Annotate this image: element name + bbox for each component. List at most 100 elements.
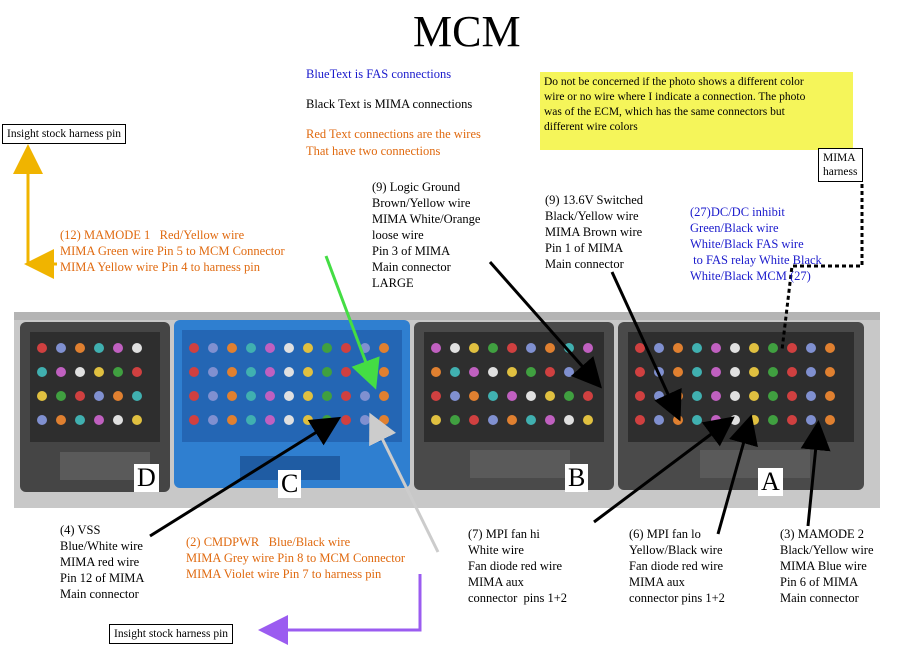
connector-pin xyxy=(113,391,123,401)
connector-pin xyxy=(132,343,142,353)
legend-black: Black Text is MIMA connections xyxy=(306,97,473,111)
connector-pin xyxy=(635,343,645,353)
connector-pin xyxy=(806,415,816,425)
connector-pin xyxy=(37,415,47,425)
connector-pin xyxy=(189,415,199,425)
connector-pin xyxy=(265,415,275,425)
connector-pin xyxy=(265,343,275,353)
connector-pin xyxy=(654,415,664,425)
arrow-mamode1-pin xyxy=(324,255,380,390)
connector-pin xyxy=(450,415,460,425)
connector-pin xyxy=(227,391,237,401)
disclaimer-note: Do not be concerned if the photo shows a… xyxy=(540,72,853,150)
connector-pin xyxy=(56,343,66,353)
connector-pin xyxy=(341,391,351,401)
connector-pin xyxy=(284,367,294,377)
connector-pin xyxy=(583,391,593,401)
connector-pin xyxy=(635,415,645,425)
connector-pin xyxy=(56,367,66,377)
connector-pin xyxy=(654,343,664,353)
connector-pin xyxy=(469,367,479,377)
connector-pin xyxy=(284,391,294,401)
connector-pin xyxy=(208,343,218,353)
connector-pin xyxy=(94,391,104,401)
connector-pin xyxy=(526,391,536,401)
connector-pin xyxy=(545,367,555,377)
label-fan-lo: (6) MPI fan lo Yellow/Black wire Fan dio… xyxy=(629,527,725,605)
connector-pin xyxy=(507,343,517,353)
connector-pin xyxy=(768,415,778,425)
connector-pin xyxy=(113,367,123,377)
connector-pin xyxy=(564,367,574,377)
connector-pin xyxy=(227,367,237,377)
connector-pin xyxy=(75,367,85,377)
connector-pin xyxy=(227,343,237,353)
label-dcdc-inhibit: (27)DC/DC inhibit Green/Black wire White… xyxy=(690,205,822,283)
connector-pin xyxy=(635,367,645,377)
connector-pin xyxy=(806,343,816,353)
connector-pin xyxy=(431,343,441,353)
connector-pin xyxy=(526,415,536,425)
connector-pin xyxy=(711,367,721,377)
connector-pin xyxy=(132,367,142,377)
connector-pin xyxy=(246,343,256,353)
connector-pin xyxy=(379,367,389,377)
connector-pin xyxy=(545,415,555,425)
connector-c-label: C xyxy=(278,470,302,498)
legend-red-line1: Red Text connections are the wires xyxy=(306,127,481,141)
connector-pin xyxy=(431,415,441,425)
connector-pin xyxy=(768,391,778,401)
connector-pin xyxy=(545,391,555,401)
connector-pin xyxy=(431,391,441,401)
connector-pin xyxy=(469,391,479,401)
connector-pin xyxy=(692,367,702,377)
mima-harness-box: MIMA harness xyxy=(818,148,863,182)
connector-pin xyxy=(787,391,797,401)
connector-pin xyxy=(265,367,275,377)
connector-pin xyxy=(768,367,778,377)
arrow-switched xyxy=(610,271,682,422)
connector-pin xyxy=(431,367,441,377)
connector-pin xyxy=(75,343,85,353)
connector-pin xyxy=(113,343,123,353)
insight-harness-box-bottom: Insight stock harness pin xyxy=(109,624,234,644)
connector-pin xyxy=(488,415,498,425)
connector-pin xyxy=(787,367,797,377)
label-cmdpwr: (2) CMDPWR Blue/Black wire MIMA Grey wir… xyxy=(186,535,406,581)
connector-pin xyxy=(208,391,218,401)
arrow-logic-ground xyxy=(488,261,602,389)
connector-pin xyxy=(246,391,256,401)
connector-pin xyxy=(341,415,351,425)
connector-pin xyxy=(322,391,332,401)
connector-pin xyxy=(94,343,104,353)
connector-pin xyxy=(749,343,759,353)
connector-b-label: B xyxy=(565,464,589,492)
arrow-vss xyxy=(149,416,342,538)
connector-pin xyxy=(379,415,389,425)
connector-pin xyxy=(488,391,498,401)
connector-pin xyxy=(37,367,47,377)
connector-pin xyxy=(37,343,47,353)
connector-pin xyxy=(450,391,460,401)
connector-pin xyxy=(303,367,313,377)
connector-pin xyxy=(730,343,740,353)
connector-pin xyxy=(284,415,294,425)
connector-pin xyxy=(189,391,199,401)
connector-pin xyxy=(507,415,517,425)
connector-pin xyxy=(379,343,389,353)
connector-pin xyxy=(673,367,683,377)
connector-pin xyxy=(360,391,370,401)
connector-pin xyxy=(711,391,721,401)
connector-a-label: A xyxy=(758,468,783,496)
connector-pin xyxy=(673,391,683,401)
connector-pin xyxy=(730,391,740,401)
connector-pin xyxy=(583,343,593,353)
connector-pin xyxy=(303,391,313,401)
connector-pin xyxy=(56,415,66,425)
connector-pin xyxy=(673,415,683,425)
connector-pin xyxy=(450,367,460,377)
label-mamode2: (3) MAMODE 2 Black/Yellow wire MIMA Blue… xyxy=(780,527,874,605)
connector-pin xyxy=(825,367,835,377)
connector-pin xyxy=(488,343,498,353)
